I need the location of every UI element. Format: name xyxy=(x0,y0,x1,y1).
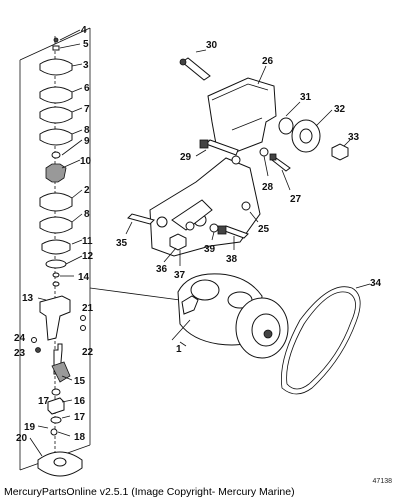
callout-15: 15 xyxy=(74,376,86,387)
callout-33: 33 xyxy=(348,132,360,143)
callout-20: 20 xyxy=(16,433,28,444)
callout-19: 19 xyxy=(24,422,36,433)
callout-31: 31 xyxy=(300,92,312,103)
callout-39: 39 xyxy=(204,244,216,255)
callout-16: 16 xyxy=(74,396,86,407)
callout-5: 5 xyxy=(83,39,89,50)
drive-belt xyxy=(281,286,361,395)
callout-1: 1 xyxy=(176,344,182,355)
mounting-bracket xyxy=(149,155,261,257)
callout-36: 36 xyxy=(156,264,168,275)
upper-bracket xyxy=(207,77,277,153)
hardware xyxy=(127,57,349,251)
callout-12: 12 xyxy=(82,251,94,262)
callout-4: 4 xyxy=(81,25,87,36)
callout-26: 26 xyxy=(262,56,274,67)
column-parts xyxy=(31,37,86,477)
callout-2: 2 xyxy=(84,185,90,196)
callout-22: 22 xyxy=(82,347,94,358)
callout-30: 30 xyxy=(206,40,218,51)
callout-21: 21 xyxy=(82,303,94,314)
callout-35: 35 xyxy=(116,238,128,249)
pump-assembly xyxy=(89,273,289,359)
callout-24: 24 xyxy=(14,333,26,344)
callout-14: 14 xyxy=(78,272,90,283)
exploded-parts-diagram: 4 5 3 6 7 8 9 10 2 8 11 12 14 13 21 22 2… xyxy=(14,25,382,477)
copyright-footer: MercuryPartsOnline v2.5.1 (Image Copyrig… xyxy=(4,486,295,498)
callout-28: 28 xyxy=(262,182,274,193)
figure-number: 47138 xyxy=(372,478,392,485)
callout-38: 38 xyxy=(226,254,238,265)
callout-37: 37 xyxy=(174,270,186,281)
callout-9: 9 xyxy=(84,136,90,147)
callout-8: 8 xyxy=(84,125,90,136)
callout-8-lower: 8 xyxy=(84,209,90,220)
callout-10: 10 xyxy=(80,156,92,167)
callout-11: 11 xyxy=(82,236,93,247)
callout-29: 29 xyxy=(180,152,192,163)
callout-13: 13 xyxy=(22,293,34,304)
callout-6: 6 xyxy=(84,83,90,94)
callout-17: 17 xyxy=(74,412,86,423)
callout-27: 27 xyxy=(290,194,302,205)
callout-18: 18 xyxy=(74,432,86,443)
callout-labels: 4 5 3 6 7 8 9 10 2 8 11 12 14 13 21 22 2… xyxy=(14,25,382,444)
callout-3: 3 xyxy=(83,60,89,71)
callout-25: 25 xyxy=(258,224,270,235)
callout-23: 23 xyxy=(14,348,26,359)
callout-34: 34 xyxy=(370,278,382,289)
leader-lines xyxy=(29,29,371,457)
callout-32: 32 xyxy=(334,104,346,115)
callout-17-left: 17 xyxy=(38,396,50,407)
callout-7: 7 xyxy=(84,104,90,115)
